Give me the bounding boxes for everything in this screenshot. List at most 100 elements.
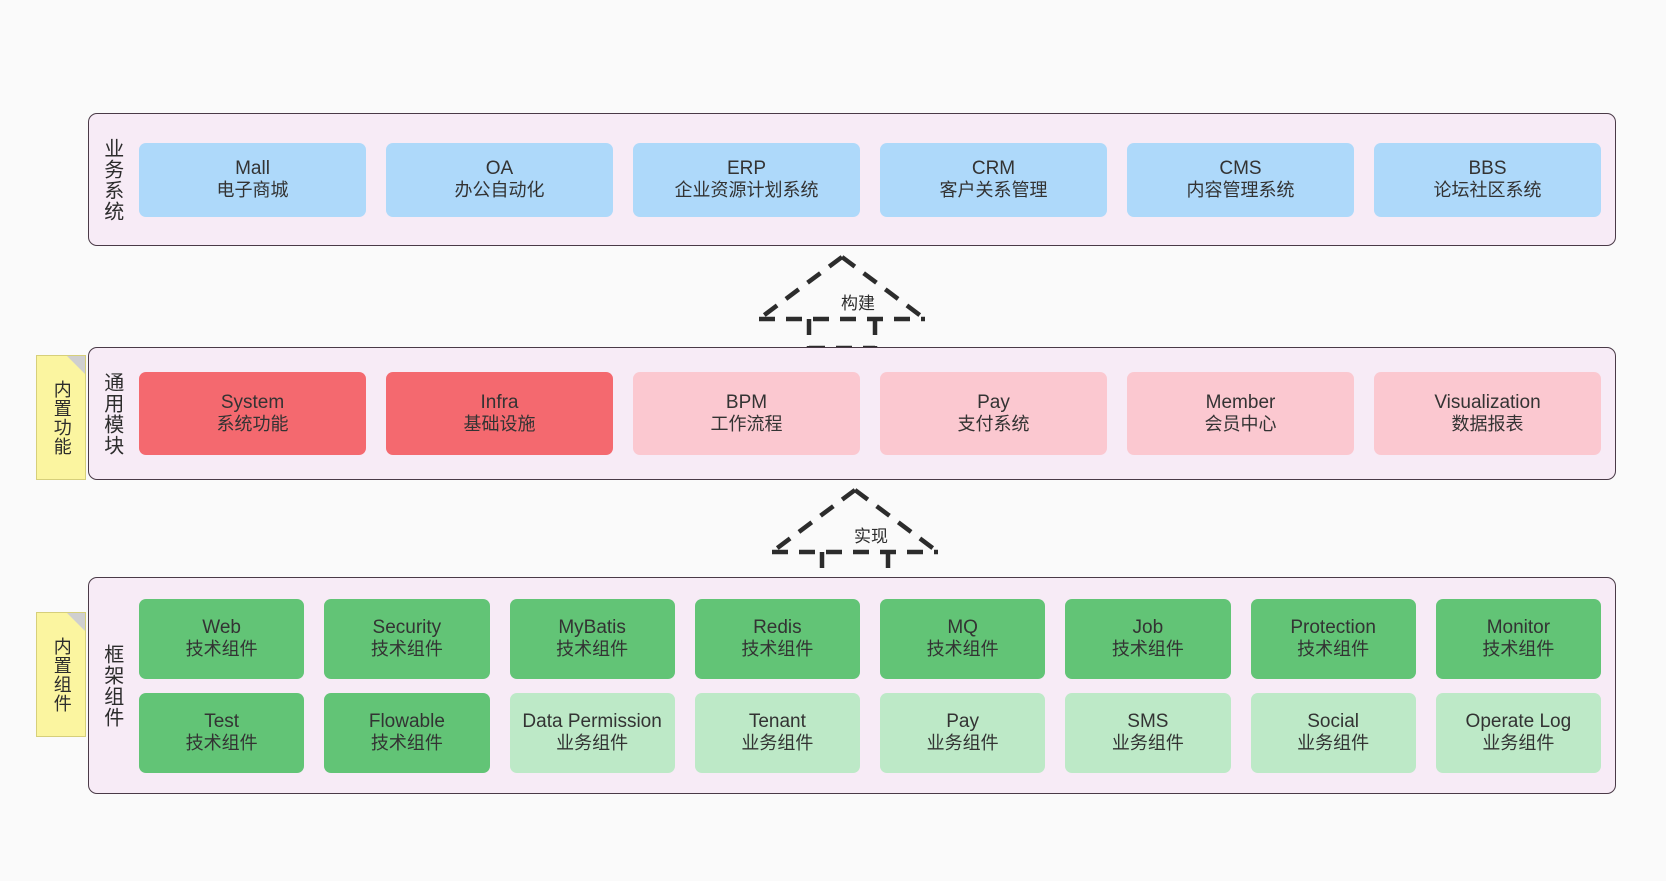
layer-row: Web 技术组件 Security 技术组件 MyBatis 技术组件 Redi… [139, 598, 1601, 679]
node-desc: 论坛社区系统 [1433, 180, 1542, 201]
layer-title-framework: 框架组件 [100, 643, 123, 728]
node-desc: 业务组件 [1111, 733, 1184, 754]
node-desc: 技术组件 [1482, 639, 1555, 660]
node-social[interactable]: Social 业务组件 [1250, 692, 1416, 773]
node-security[interactable]: Security 技术组件 [324, 598, 490, 679]
node-erp[interactable]: ERP 企业资源计划系统 [633, 142, 860, 217]
node-flowable[interactable]: Flowable 技术组件 [324, 692, 490, 773]
node-name: Infra [480, 391, 519, 413]
connector-implement: 实现 [770, 488, 940, 584]
layer-business-systems: 业务系统 Mall 电子商城 OA 办公自动化 ERP 企业资源计划系统 CRM… [88, 113, 1616, 246]
node-name: Operate Log [1465, 710, 1572, 732]
node-name: BPM [725, 391, 768, 413]
node-name: BBS [1468, 157, 1507, 179]
node-oa[interactable]: OA 办公自动化 [386, 142, 613, 217]
node-name: CMS [1219, 157, 1262, 179]
node-mq[interactable]: MQ 技术组件 [880, 598, 1046, 679]
node-sms[interactable]: SMS 业务组件 [1065, 692, 1231, 773]
layer-body-common: System 系统功能 Infra 基础设施 BPM 工作流程 Pay 支付系统… [133, 348, 1615, 479]
node-desc: 业务组件 [741, 733, 814, 754]
node-desc: 企业资源计划系统 [674, 180, 819, 201]
node-tenant[interactable]: Tenant 业务组件 [694, 692, 860, 773]
node-name: Web [202, 616, 241, 638]
node-desc: 工作流程 [710, 414, 783, 435]
layer-common-modules: 通用模块 System 系统功能 Infra 基础设施 BPM 工作流程 Pay… [88, 347, 1616, 480]
node-name: OA [485, 157, 514, 179]
node-desc: 支付系统 [957, 414, 1030, 435]
node-name: MQ [947, 616, 978, 638]
layer-framework-components: 框架组件 Web 技术组件 Security 技术组件 MyBatis 技术组件… [88, 577, 1616, 794]
node-name: Pay [977, 391, 1010, 413]
node-infra[interactable]: Infra 基础设施 [386, 372, 613, 455]
node-desc: 基础设施 [463, 414, 536, 435]
node-desc: 技术组件 [185, 639, 258, 660]
node-name: Security [372, 616, 442, 638]
node-job[interactable]: Job 技术组件 [1065, 598, 1231, 679]
node-cms[interactable]: CMS 内容管理系统 [1127, 142, 1354, 217]
layer-body-framework: Web 技术组件 Security 技术组件 MyBatis 技术组件 Redi… [133, 578, 1615, 793]
node-name: Social [1307, 710, 1359, 732]
node-desc: 业务组件 [556, 733, 629, 754]
node-desc: 技术组件 [926, 639, 999, 660]
node-desc: 技术组件 [1111, 639, 1184, 660]
node-member[interactable]: Member 会员中心 [1127, 372, 1354, 455]
node-name: Data Permission [522, 710, 662, 732]
node-desc: 技术组件 [370, 639, 443, 660]
node-desc: 技术组件 [1297, 639, 1370, 660]
node-operate-log[interactable]: Operate Log 业务组件 [1435, 692, 1601, 773]
node-name: Tenant [748, 710, 806, 732]
node-name: Visualization [1434, 391, 1541, 413]
node-desc: 技术组件 [185, 733, 258, 754]
node-name: Job [1132, 616, 1164, 638]
layer-row: Mall 电子商城 OA 办公自动化 ERP 企业资源计划系统 CRM 客户关系… [139, 142, 1601, 217]
connector-label-implement: 实现 [854, 527, 888, 546]
node-name: Redis [753, 616, 802, 638]
node-name: SMS [1127, 710, 1169, 732]
node-desc: 系统功能 [216, 414, 289, 435]
node-desc: 业务组件 [1482, 733, 1555, 754]
layer-body-business: Mall 电子商城 OA 办公自动化 ERP 企业资源计划系统 CRM 客户关系… [133, 114, 1615, 245]
node-name: System [220, 391, 285, 413]
node-bbs[interactable]: BBS 论坛社区系统 [1374, 142, 1601, 217]
layer-row: Test 技术组件 Flowable 技术组件 Data Permission … [139, 692, 1601, 773]
node-monitor[interactable]: Monitor 技术组件 [1435, 598, 1601, 679]
node-name: Mall [235, 157, 270, 179]
layer-title-business: 业务系统 [100, 137, 123, 222]
node-desc: 客户关系管理 [939, 180, 1048, 201]
node-desc: 业务组件 [926, 733, 999, 754]
node-desc: 技术组件 [741, 639, 814, 660]
node-desc: 内容管理系统 [1186, 180, 1295, 201]
node-system[interactable]: System 系统功能 [139, 372, 366, 455]
node-desc: 办公自动化 [454, 180, 545, 201]
node-mybatis[interactable]: MyBatis 技术组件 [509, 598, 675, 679]
node-bpm[interactable]: BPM 工作流程 [633, 372, 860, 455]
node-name: ERP [726, 157, 767, 179]
node-name: MyBatis [558, 616, 626, 638]
node-desc: 技术组件 [556, 639, 629, 660]
note-builtin-component: 内置组件 [36, 612, 86, 737]
node-pay[interactable]: Pay 支付系统 [880, 372, 1107, 455]
note-builtin-function: 内置功能 [36, 355, 86, 480]
node-mall[interactable]: Mall 电子商城 [139, 142, 366, 217]
node-protection[interactable]: Protection 技术组件 [1250, 598, 1416, 679]
node-desc: 技术组件 [370, 733, 443, 754]
node-desc: 业务组件 [1297, 733, 1370, 754]
note-label: 内置组件 [51, 636, 72, 713]
node-name: Pay [946, 710, 979, 732]
node-redis[interactable]: Redis 技术组件 [694, 598, 860, 679]
node-test[interactable]: Test 技术组件 [139, 692, 305, 773]
node-desc: 电子商城 [216, 180, 289, 201]
node-name: Protection [1290, 616, 1376, 638]
node-visualization[interactable]: Visualization 数据报表 [1374, 372, 1601, 455]
node-web[interactable]: Web 技术组件 [139, 598, 305, 679]
node-name: Member [1205, 391, 1276, 413]
node-desc: 会员中心 [1204, 414, 1277, 435]
node-name: CRM [971, 157, 1016, 179]
node-pay-component[interactable]: Pay 业务组件 [880, 692, 1046, 773]
node-name: Monitor [1486, 616, 1551, 638]
node-crm[interactable]: CRM 客户关系管理 [880, 142, 1107, 217]
node-data-permission[interactable]: Data Permission 业务组件 [509, 692, 675, 773]
node-desc: 数据报表 [1451, 414, 1524, 435]
node-name: Flowable [368, 710, 445, 732]
